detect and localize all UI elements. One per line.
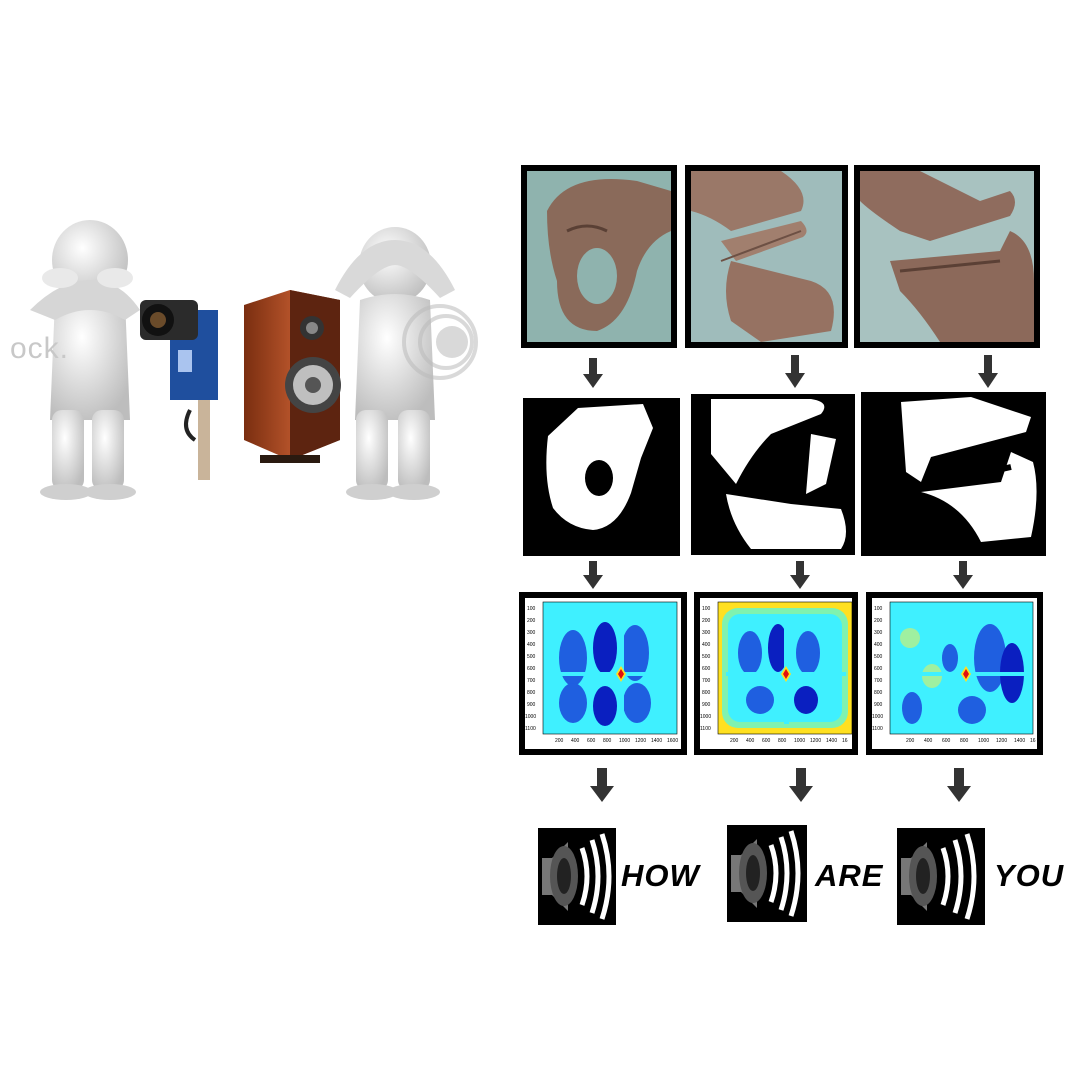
- svg-text:500: 500: [874, 654, 883, 660]
- svg-text:400: 400: [746, 738, 755, 744]
- svg-text:1200: 1200: [996, 738, 1007, 744]
- watermark-text: ock.: [10, 332, 70, 365]
- spectrum-3-x-ticks: 200 400 600 800 1000 1200 1400 16: [906, 738, 1036, 744]
- left-illustration: [0, 170, 490, 530]
- svg-text:200: 200: [906, 738, 915, 744]
- spectrum-2-y-ticks: 100 200 300 400 500 600 700 800 900 1000…: [700, 606, 711, 732]
- arrow-down-icon: [785, 355, 805, 388]
- spectrum-panel-1: 100 200 300 400 500 600 700 800 900 1000…: [519, 592, 687, 755]
- svg-text:900: 900: [702, 702, 711, 708]
- svg-text:700: 700: [527, 678, 536, 684]
- svg-text:400: 400: [924, 738, 933, 744]
- svg-text:600: 600: [762, 738, 771, 744]
- svg-text:1000: 1000: [700, 714, 711, 720]
- svg-text:1100: 1100: [872, 726, 883, 732]
- svg-text:1400: 1400: [826, 738, 837, 744]
- svg-text:1000: 1000: [872, 714, 883, 720]
- svg-text:800: 800: [960, 738, 969, 744]
- svg-text:1000: 1000: [619, 738, 630, 744]
- arrow-down-icon: [583, 561, 603, 589]
- svg-text:300: 300: [702, 630, 711, 636]
- svg-text:600: 600: [702, 666, 711, 672]
- svg-text:400: 400: [571, 738, 580, 744]
- svg-text:1400: 1400: [1014, 738, 1025, 744]
- arrow-down-icon: [789, 768, 813, 802]
- svg-text:1400: 1400: [651, 738, 662, 744]
- svg-text:16: 16: [1030, 738, 1036, 744]
- speaker-box: [244, 290, 341, 463]
- svg-text:800: 800: [603, 738, 612, 744]
- svg-text:100: 100: [874, 606, 883, 612]
- word-how: HOW: [621, 858, 700, 893]
- svg-text:200: 200: [527, 618, 536, 624]
- svg-text:1000: 1000: [525, 714, 536, 720]
- arrow-down-icon: [790, 561, 810, 589]
- svg-text:1100: 1100: [700, 726, 711, 732]
- binary-mask-1: [523, 398, 680, 556]
- camera: [140, 300, 218, 480]
- deaf-mute-scene: [30, 220, 478, 500]
- svg-text:1600: 1600: [667, 738, 678, 744]
- speaker-icon: [727, 825, 807, 922]
- svg-text:500: 500: [702, 654, 711, 660]
- svg-text:900: 900: [527, 702, 536, 708]
- speaker-icon: [897, 828, 985, 925]
- hand-photo-1: [521, 165, 677, 348]
- figure-covering-eyes: [335, 227, 455, 500]
- spectrum-panel-2: 100 200 300 400 500 600 700 800 900 1000…: [694, 592, 858, 755]
- arrow-down-icon: [583, 358, 603, 388]
- svg-text:1000: 1000: [978, 738, 989, 744]
- binary-mask-2: [691, 394, 855, 555]
- svg-text:1200: 1200: [635, 738, 646, 744]
- svg-text:1200: 1200: [810, 738, 821, 744]
- svg-text:100: 100: [702, 606, 711, 612]
- svg-text:700: 700: [874, 678, 883, 684]
- svg-text:900: 900: [874, 702, 883, 708]
- arrow-down-icon: [947, 768, 971, 802]
- svg-text:800: 800: [874, 690, 883, 696]
- arrow-down-icon: [953, 561, 973, 589]
- arrow-down-icon: [590, 768, 614, 802]
- word-are: ARE: [815, 858, 884, 893]
- svg-text:1000: 1000: [794, 738, 805, 744]
- svg-text:200: 200: [730, 738, 739, 744]
- svg-text:200: 200: [555, 738, 564, 744]
- hand-photo-3: [854, 165, 1040, 348]
- watermark-logo: [402, 304, 478, 380]
- spectrum-3-y-ticks: 100 200 300 400 500 600 700 800 900 1000…: [872, 606, 883, 732]
- svg-text:1100: 1100: [525, 726, 536, 732]
- arrow-down-icon: [978, 355, 998, 388]
- figure-covering-mouth: [30, 220, 140, 500]
- svg-text:600: 600: [942, 738, 951, 744]
- spectrum-2-x-ticks: 200 400 600 800 1000 1200 1400 16: [730, 738, 848, 744]
- svg-text:800: 800: [778, 738, 787, 744]
- svg-text:400: 400: [527, 642, 536, 648]
- svg-text:600: 600: [587, 738, 596, 744]
- svg-text:800: 800: [702, 690, 711, 696]
- svg-text:700: 700: [702, 678, 711, 684]
- speaker-icon: [538, 828, 616, 925]
- word-you: YOU: [994, 858, 1065, 893]
- hand-photo-2: [685, 165, 848, 348]
- svg-text:16: 16: [842, 738, 848, 744]
- svg-text:800: 800: [527, 690, 536, 696]
- svg-text:300: 300: [874, 630, 883, 636]
- svg-text:200: 200: [874, 618, 883, 624]
- spectrum-1-y-ticks: 100 200 300 400 500 600 700 800 900 1000…: [525, 606, 536, 732]
- spectrum-panel-3: 100 200 300 400 500 600 700 800 900 1000…: [866, 592, 1043, 755]
- svg-text:600: 600: [874, 666, 883, 672]
- svg-text:400: 400: [702, 642, 711, 648]
- svg-text:400: 400: [874, 642, 883, 648]
- binary-mask-3: [861, 392, 1046, 556]
- svg-text:300: 300: [527, 630, 536, 636]
- svg-text:100: 100: [527, 606, 536, 612]
- svg-text:600: 600: [527, 666, 536, 672]
- svg-text:500: 500: [527, 654, 536, 660]
- svg-text:200: 200: [702, 618, 711, 624]
- spectrum-1-x-ticks: 200 400 600 800 1000 1200 1400 1600: [555, 738, 678, 744]
